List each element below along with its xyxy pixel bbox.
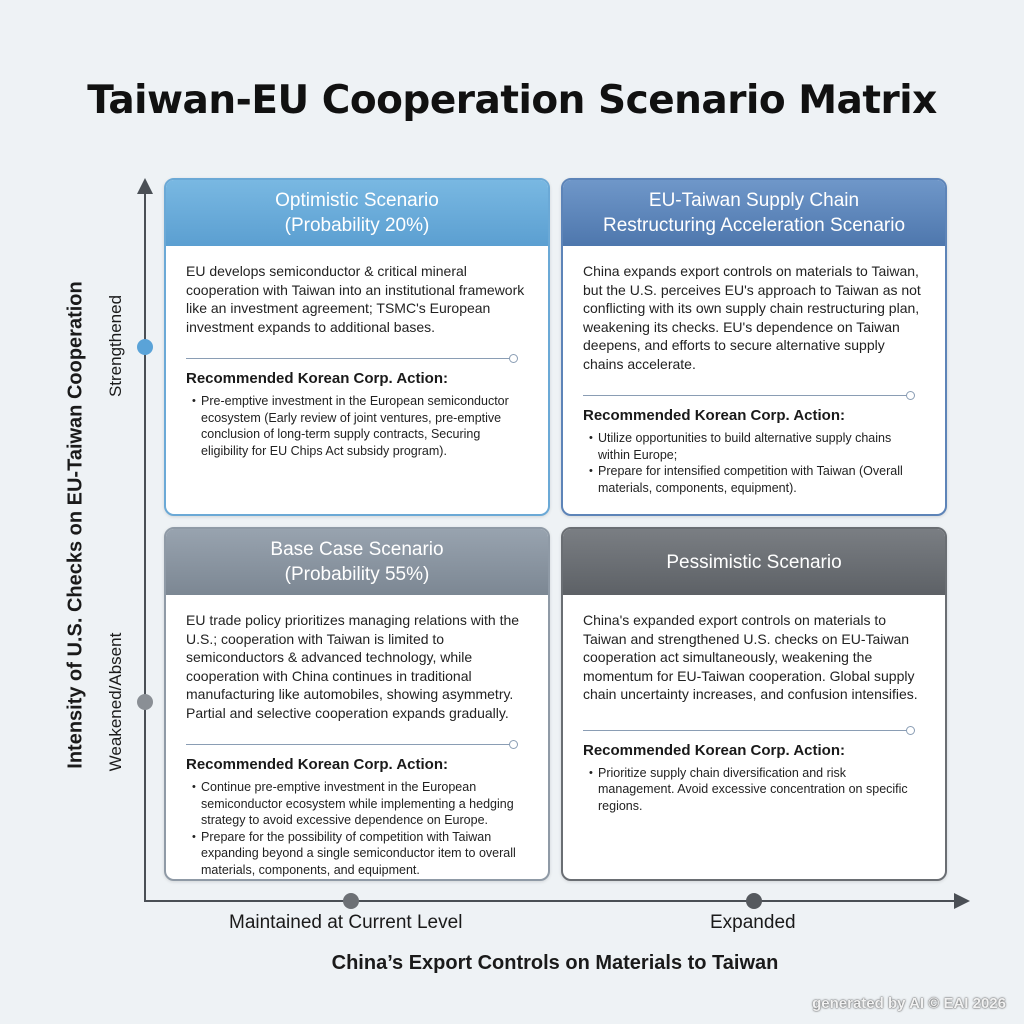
- separator: [583, 724, 925, 736]
- action-list: Utilize opportunities to build alternati…: [583, 430, 925, 496]
- recommended-action-heading: Recommended Korean Corp. Action:: [583, 741, 845, 759]
- action-list: Pre-emptive investment in the European s…: [186, 393, 528, 459]
- recommended-action-heading: Recommended Korean Corp. Action:: [186, 756, 448, 773]
- card-description: EU develops semiconductor & critical min…: [186, 263, 525, 335]
- card-title: Pessimistic Scenario: [666, 551, 842, 573]
- card-header: EU-Taiwan Supply Chain Restructuring Acc…: [563, 180, 945, 246]
- card-subtitle: Restructuring Acceleration Scenario: [602, 215, 906, 236]
- y-tick-strengthened: [137, 339, 153, 355]
- card-title: Base Case Scenario: [270, 539, 444, 560]
- restructuring-scenario-card: EU-Taiwan Supply Chain Restructuring Acc…: [561, 178, 947, 516]
- action-item: Pre-emptive investment in the European s…: [192, 393, 528, 459]
- card-description: EU trade policy prioritizes managing rel…: [186, 612, 520, 721]
- x-axis-title: China’s Export Controls on Materials to …: [331, 952, 779, 974]
- x-label-maintained: Maintained at Current Level: [229, 912, 463, 933]
- action-item: Continue pre-emptive investment in the E…: [192, 779, 528, 829]
- card-subtitle: (Probability 55%): [284, 564, 430, 585]
- pessimistic-scenario-card: Pessimistic Scenario China's expanded ex…: [561, 527, 947, 881]
- x-axis-line: [144, 900, 958, 902]
- y-tick-weakened: [137, 694, 153, 710]
- separator: [583, 389, 925, 401]
- separator: [186, 738, 528, 750]
- optimistic-scenario-card: Optimistic Scenario (Probability 20%) EU…: [164, 178, 550, 516]
- card-title: Optimistic Scenario: [275, 190, 439, 211]
- x-axis-arrow-icon: [954, 893, 970, 909]
- separator: [186, 352, 528, 364]
- y-axis-line: [144, 190, 146, 902]
- x-tick-expanded: [746, 893, 762, 909]
- action-list: Continue pre-emptive investment in the E…: [186, 779, 528, 878]
- action-item: Prepare for the possibility of competiti…: [192, 829, 528, 879]
- action-item: Utilize opportunities to build alternati…: [589, 430, 925, 463]
- card-title: EU-Taiwan Supply Chain: [648, 190, 860, 211]
- action-item: Prioritize supply chain diversification …: [589, 765, 925, 815]
- card-header: Optimistic Scenario (Probability 20%): [166, 180, 548, 246]
- watermark: generated by AI © EAI 2026: [812, 995, 1006, 1012]
- card-subtitle: (Probability 20%): [284, 215, 430, 236]
- base-case-scenario-card: Base Case Scenario (Probability 55%) EU …: [164, 527, 550, 881]
- y-axis-arrow-icon: [137, 178, 153, 194]
- y-axis-title-text: Intensity of U.S. Checks on EU-Taiwan Co…: [64, 281, 87, 769]
- y-label-strengthened-text: Strengthened: [106, 294, 125, 398]
- card-description: China's expanded export controls on mate…: [583, 612, 918, 702]
- action-item: Prepare for intensified competition with…: [589, 463, 925, 496]
- page-title: Taiwan-EU Cooperation Scenario Matrix: [87, 78, 937, 123]
- recommended-action-heading: Recommended Korean Corp. Action:: [186, 370, 448, 387]
- x-tick-maintained: [343, 893, 359, 909]
- card-header: Pessimistic Scenario: [563, 529, 945, 595]
- y-label-weakened-text: Weakened/Absent: [106, 632, 125, 772]
- x-label-expanded: Expanded: [710, 912, 796, 933]
- card-description: China expands export controls on materia…: [583, 263, 921, 372]
- action-list: Prioritize supply chain diversification …: [583, 765, 925, 815]
- recommended-action-heading: Recommended Korean Corp. Action:: [583, 407, 845, 424]
- card-header: Base Case Scenario (Probability 55%): [166, 529, 548, 595]
